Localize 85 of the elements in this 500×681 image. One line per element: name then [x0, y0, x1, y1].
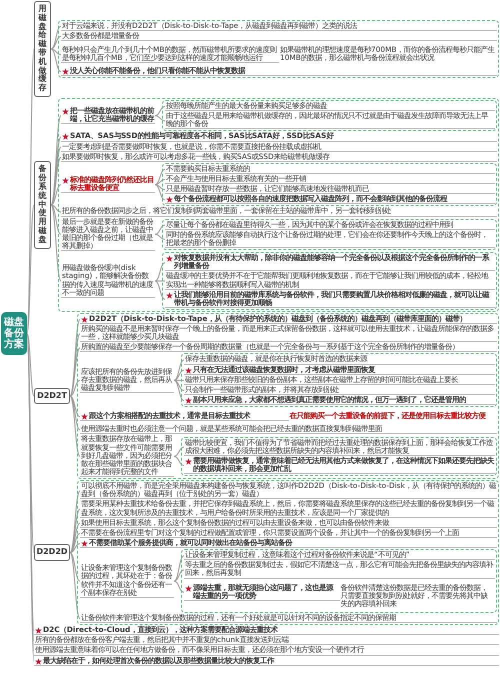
connector-line	[50, 36, 62, 50]
root-topic-box: 磁盘备份方案	[1, 312, 27, 355]
connector-line	[174, 456, 184, 466]
topic-box	[80, 539, 497, 548]
connector-line	[154, 262, 166, 282]
connector-line	[174, 380, 184, 402]
connector-line	[50, 115, 62, 206]
topic-box	[165, 102, 495, 112]
connector-line	[174, 580, 184, 593]
topic-box	[184, 396, 495, 406]
topic-box	[80, 314, 497, 324]
topic-box	[34, 636, 499, 646]
connector-line	[70, 490, 80, 554]
connector-line	[154, 224, 166, 235]
connector-line	[174, 380, 184, 391]
connector-line	[50, 184, 62, 206]
connector-line	[70, 522, 80, 554]
connector-line	[70, 396, 80, 418]
connector-line	[174, 370, 184, 381]
connector-line	[50, 146, 62, 206]
connector-line	[70, 347, 80, 397]
connector-line	[70, 319, 80, 397]
connector-line	[174, 555, 184, 582]
topic-box	[61, 67, 497, 76]
connector-line	[70, 508, 80, 554]
topic-box	[61, 107, 155, 124]
connector-line	[50, 48, 62, 72]
connector-line	[154, 168, 166, 186]
connector-line	[50, 204, 62, 235]
connector-line	[50, 26, 62, 50]
connector-line	[154, 184, 166, 190]
connector-line	[70, 532, 80, 554]
topic-box	[34, 646, 499, 656]
topic-box	[61, 132, 497, 142]
connector-line	[174, 446, 184, 457]
topic-box	[165, 185, 495, 194]
connector-line	[26, 204, 34, 334]
topic-box	[61, 142, 497, 152]
topic-box	[34, 626, 499, 636]
topic-box	[34, 656, 499, 666]
connector-line	[154, 106, 166, 116]
topic-box	[165, 164, 495, 174]
branch-topic-box: D2D2T	[34, 388, 70, 404]
topic-box	[165, 220, 495, 230]
connector-line	[70, 552, 80, 582]
connector-line	[70, 396, 80, 457]
connector-line	[154, 179, 166, 186]
connector-line	[174, 360, 184, 381]
connector-line	[174, 569, 184, 582]
branch-topic-box: 用磁盘给磁带机做缓存	[34, 1, 51, 97]
connector-line	[26, 332, 34, 397]
connector-line	[154, 234, 166, 240]
topic-box	[165, 195, 495, 204]
topic-box	[80, 425, 497, 434]
topic-box	[61, 207, 497, 217]
topic-box	[61, 176, 155, 194]
connector-line	[70, 396, 80, 430]
connector-line	[70, 543, 80, 554]
topic-box	[61, 152, 497, 162]
topic-box	[184, 386, 495, 396]
topic-box	[165, 174, 495, 184]
connector-line	[50, 204, 62, 212]
topic-box	[80, 343, 497, 352]
topic-box	[80, 412, 288, 422]
topic-box	[184, 366, 495, 375]
branch-topic-box: D2D2D	[34, 544, 70, 562]
connector-line	[154, 280, 166, 282]
connector-line	[50, 204, 62, 282]
connector-line	[154, 115, 166, 122]
topic-box	[184, 551, 495, 560]
topic-box	[61, 22, 497, 31]
connector-line	[70, 380, 80, 397]
connector-line	[174, 380, 184, 381]
topic-box	[80, 614, 497, 624]
topic-box	[184, 355, 495, 365]
connector-line	[50, 48, 62, 56]
topic-box	[80, 528, 497, 538]
connector-line	[50, 156, 62, 206]
branch-topic-box: 备份系统中使用磁盘	[34, 161, 51, 249]
topic-box	[61, 32, 497, 41]
topic-box	[80, 518, 497, 528]
connector-line	[154, 280, 166, 300]
connector-line	[154, 184, 166, 200]
connector-line	[70, 552, 80, 620]
topic-box	[184, 376, 495, 385]
